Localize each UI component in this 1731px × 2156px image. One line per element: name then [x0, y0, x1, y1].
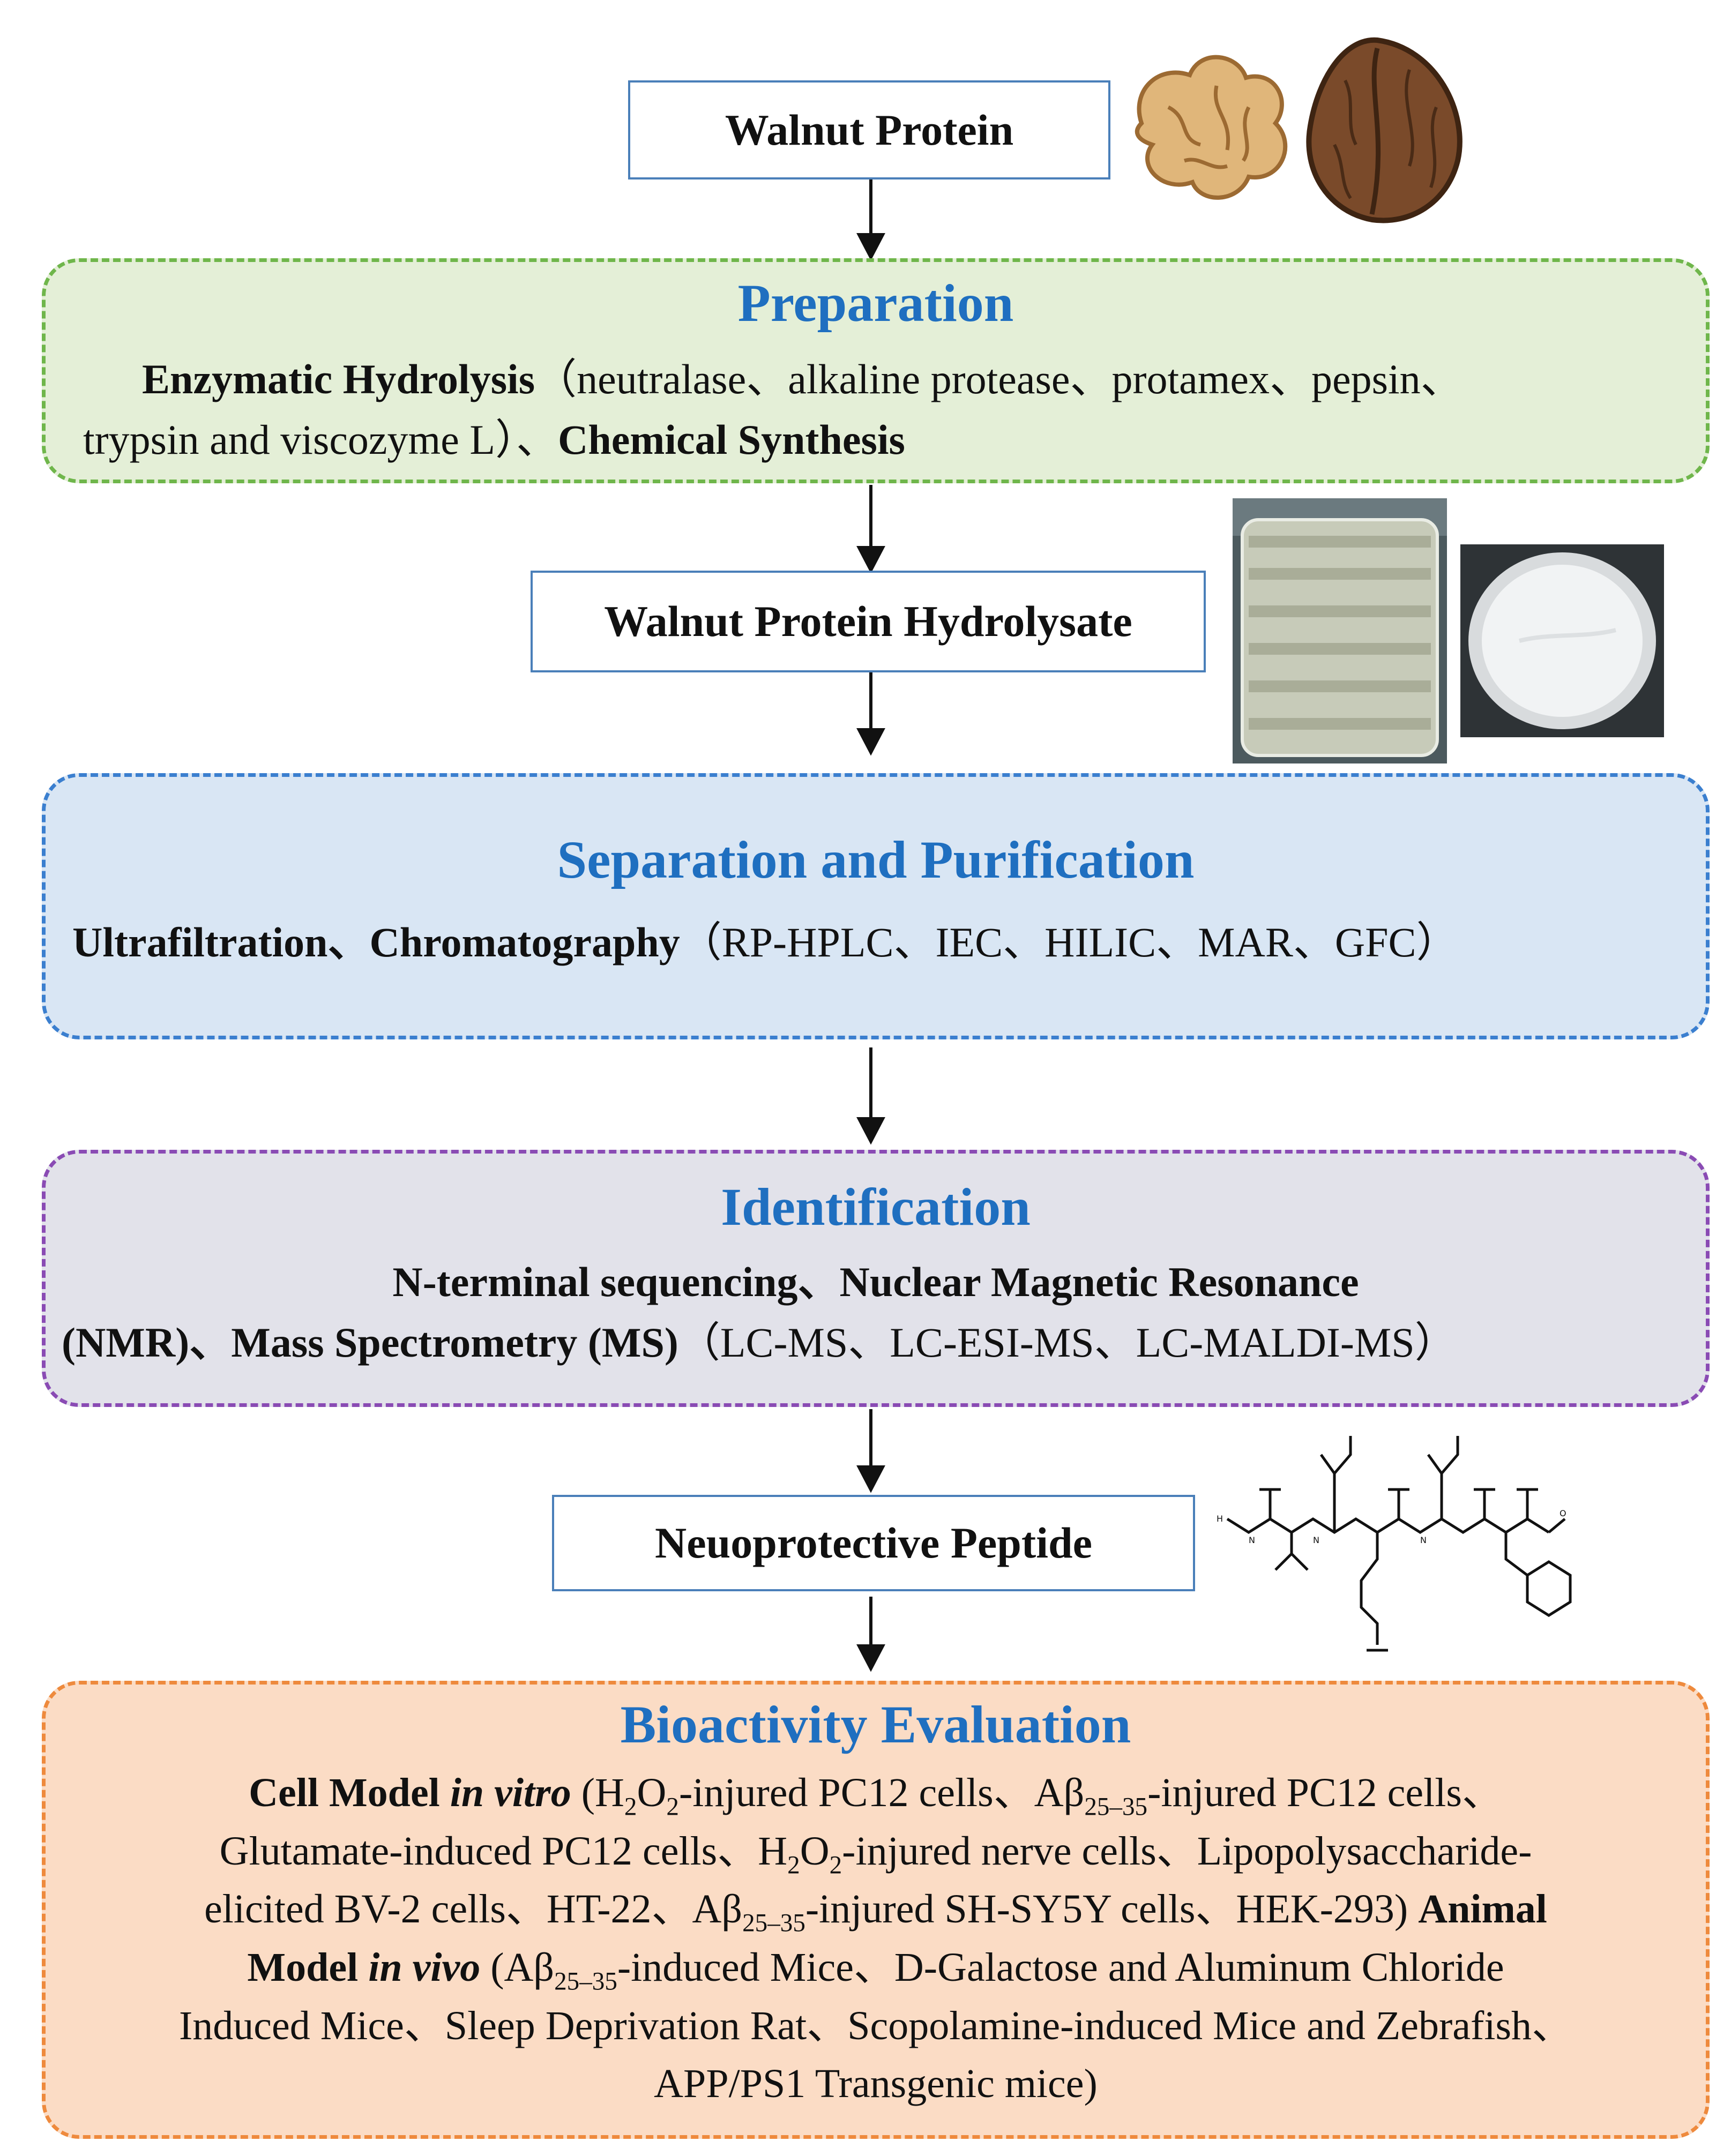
preparation-text: Enzymatic Hydrolysis（neutralase、alkaline… [46, 349, 1706, 470]
cell-text-5: Glutamate-induced PC12 cells、H [219, 1828, 788, 1874]
bioactivity-title: Bioactivity Evaluation [620, 1695, 1131, 1754]
peptide-structure-icon: H N N N O [1217, 1436, 1572, 1652]
peptide-label: Neuoprotective Peptide [655, 1518, 1092, 1567]
petri-dish-stack-photo [1233, 498, 1447, 763]
peptide-node: Neuoprotective Peptide [552, 1495, 1195, 1591]
arrow-3-head [856, 728, 885, 756]
sep-methods: Ultrafiltration、Chromatography [72, 919, 680, 965]
prep-enzymatic: Enzymatic Hydrolysis [142, 356, 535, 402]
separation-title: Separation and Purification [557, 830, 1195, 889]
hydrolysate-node: Walnut Protein Hydrolysate [531, 571, 1206, 672]
bioactivity-stage: Bioactivity Evaluation Cell Model in vit… [42, 1681, 1710, 2139]
cell-text-4: -injured PC12 cells、 [1147, 1770, 1503, 1815]
animal-sub-1: 25–35 [554, 1967, 617, 1996]
animal-label-2: Model [247, 1945, 369, 1990]
preparation-title: Preparation [737, 273, 1014, 333]
ident-methods-2: (NMR)、Mass Spectrometry (MS) [62, 1319, 678, 1366]
cell-text-2: O [637, 1770, 667, 1815]
separation-stage: Separation and Purification Ultrafiltrat… [42, 773, 1710, 1039]
in-vitro-label: in vitro [450, 1770, 571, 1815]
arrow-6-head [856, 1644, 885, 1672]
separation-text: Ultrafiltration、Chromatography（RP-HPLC、I… [46, 912, 1706, 972]
cell-text-7: -injured nerve cells、Lipopolysaccharide- [842, 1828, 1532, 1874]
prep-enzymes-2: trypsin and viscozyme L）、 [83, 416, 558, 463]
animal-label-1: Animal [1418, 1886, 1547, 1932]
bioactivity-text: Cell Model in vitro (H2O2-injured PC12 c… [46, 1764, 1706, 2113]
cell-sub-3: 25–35 [1084, 1793, 1148, 1821]
cell-sub-2: 2 [666, 1793, 679, 1821]
walnut-protein-label: Walnut Protein [725, 105, 1014, 154]
prep-enzymes: （neutralase、alkaline protease、protamex、p… [535, 356, 1463, 402]
animal-text-1: (Aβ [480, 1945, 555, 1990]
cell-sub-8: 25–35 [742, 1909, 805, 1937]
ident-methods-1: N-terminal sequencing、Nuclear Magnetic R… [392, 1259, 1359, 1305]
svg-text:N: N [1420, 1535, 1427, 1545]
cell-sub-1: 2 [624, 1793, 637, 1821]
ident-ms-types: （LC-MS、LC-ESI-MS、LC-MALDI-MS） [678, 1319, 1457, 1366]
arrow-2-head [856, 546, 885, 574]
walnut-kernel-icon [1135, 55, 1288, 200]
in-vivo-label: in vivo [368, 1945, 481, 1990]
powder-dish-photo [1460, 544, 1664, 737]
arrow-1-head [856, 233, 885, 261]
animal-text-4: APP/PS1 Transgenic mice) [654, 2061, 1098, 2107]
svg-text:H: H [1217, 1514, 1223, 1524]
hydrolysate-label: Walnut Protein Hydrolysate [604, 597, 1132, 646]
sep-techniques: （RP-HPLC、IEC、HILIC、MAR、GFC） [680, 919, 1458, 965]
walnut-illustration [1135, 37, 1463, 223]
svg-text:O: O [1560, 1508, 1566, 1518]
cell-text-9: -injured SH-SY5Y cells、HEK-293) [805, 1886, 1408, 1932]
cell-text-6: O [800, 1828, 830, 1874]
animal-text-2: -induced Mice、D-Galactose and Aluminum C… [617, 1945, 1504, 1990]
prep-chemical: Chemical Synthesis [558, 416, 905, 463]
cell-sub-5: 2 [787, 1851, 800, 1880]
identification-text: N-terminal sequencing、Nuclear Magnetic R… [46, 1252, 1706, 1373]
svg-text:N: N [1249, 1535, 1255, 1545]
cell-text-8: elicited BV-2 cells、HT-22、Aβ [204, 1886, 743, 1932]
identification-stage: Identification N-terminal sequencing、Nuc… [42, 1150, 1710, 1407]
arrow-5-head [856, 1465, 885, 1493]
preparation-stage: Preparation Enzymatic Hydrolysis（neutral… [42, 258, 1710, 483]
svg-text:N: N [1313, 1535, 1319, 1545]
cell-sub-6: 2 [829, 1851, 842, 1880]
cell-model-label: Cell Model [249, 1770, 450, 1815]
walnut-shell-icon [1306, 37, 1463, 223]
cell-text-1: (H [571, 1770, 624, 1815]
animal-text-3: Induced Mice、Sleep Deprivation Rat、Scopo… [178, 2003, 1573, 2048]
identification-title: Identification [721, 1177, 1031, 1237]
walnut-protein-node: Walnut Protein [628, 80, 1110, 179]
arrow-4-head [856, 1117, 885, 1145]
cell-text-3: -injured PC12 cells、Aβ [678, 1770, 1085, 1815]
